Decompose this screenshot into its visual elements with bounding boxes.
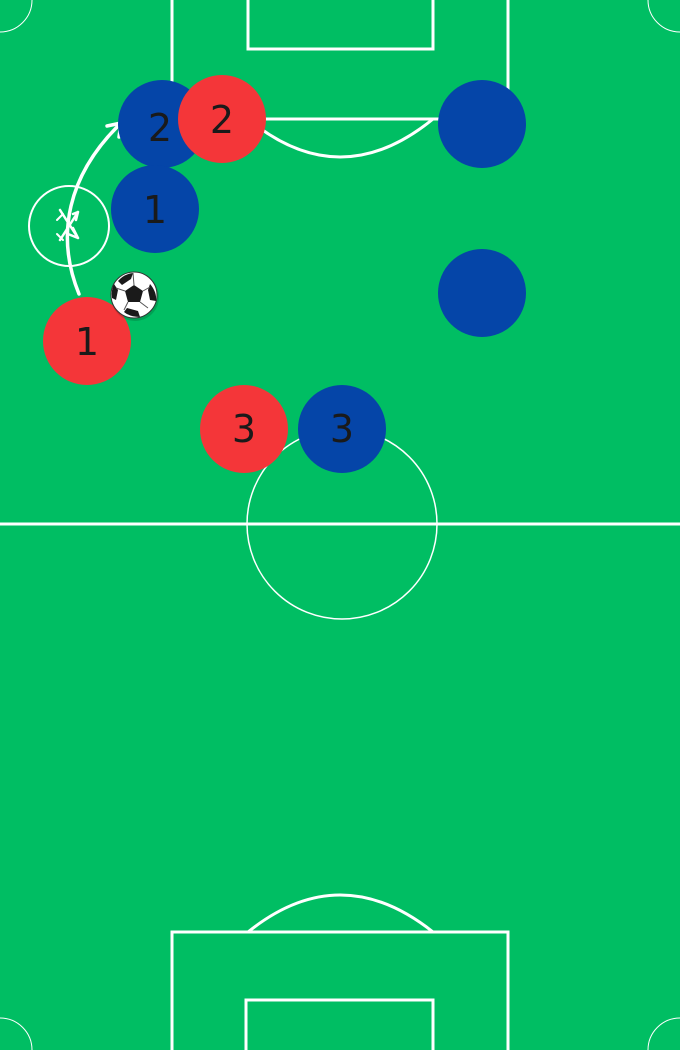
- player-attack-3-token: [200, 385, 288, 473]
- top-penalty-box: [170, 0, 510, 121]
- bottom-penalty-arc: [247, 893, 434, 934]
- top-penalty-arc: [247, 117, 434, 159]
- player-defense-3-token: [298, 385, 386, 473]
- player-defense-1-number: 1: [143, 188, 167, 232]
- player-attack-2[interactable]: 2: [178, 75, 266, 163]
- player-defense-5-token: [438, 249, 526, 337]
- run-path: [65, 122, 122, 296]
- attack-players: 2 1 3: [43, 75, 288, 473]
- ball-seams: [115, 272, 151, 311]
- bottom-penalty-area: [170, 893, 510, 1050]
- soccer-ball-icon[interactable]: [110, 271, 159, 321]
- player-defense-4-token: [438, 80, 526, 168]
- player-attack-2-number: 2: [210, 98, 234, 142]
- player-defense-2-number: 2: [148, 106, 172, 150]
- bottom-penalty-box: [170, 930, 510, 1050]
- player-attack-1-number: 1: [75, 320, 99, 364]
- player-defense-1[interactable]: 1: [111, 165, 199, 253]
- player-defense-4[interactable]: [438, 80, 526, 168]
- player-attack-2-token: [178, 75, 266, 163]
- ball-patch-right: [148, 284, 157, 301]
- ball-patch-top-left: [118, 273, 133, 285]
- bottom-goal-box: [244, 998, 435, 1050]
- player-defense-5[interactable]: [438, 249, 526, 337]
- player-attack-1[interactable]: 1: [43, 297, 131, 385]
- defense-players: 2 1 3: [111, 80, 526, 473]
- player-attack-3[interactable]: 3: [200, 385, 288, 473]
- cut-arrow-wing-left: [56, 213, 64, 241]
- player-defense-3[interactable]: 3: [298, 385, 386, 473]
- ball-patch-bottom: [124, 308, 140, 317]
- player-defense-3-number: 3: [330, 407, 354, 451]
- player-attack-3-number: 3: [232, 407, 256, 451]
- ball-patch-center: [125, 285, 143, 302]
- top-goal-box: [246, 0, 435, 51]
- player-defense-1-token: [111, 165, 199, 253]
- top-penalty-area: [170, 0, 510, 159]
- player-attack-1-token: [43, 297, 131, 385]
